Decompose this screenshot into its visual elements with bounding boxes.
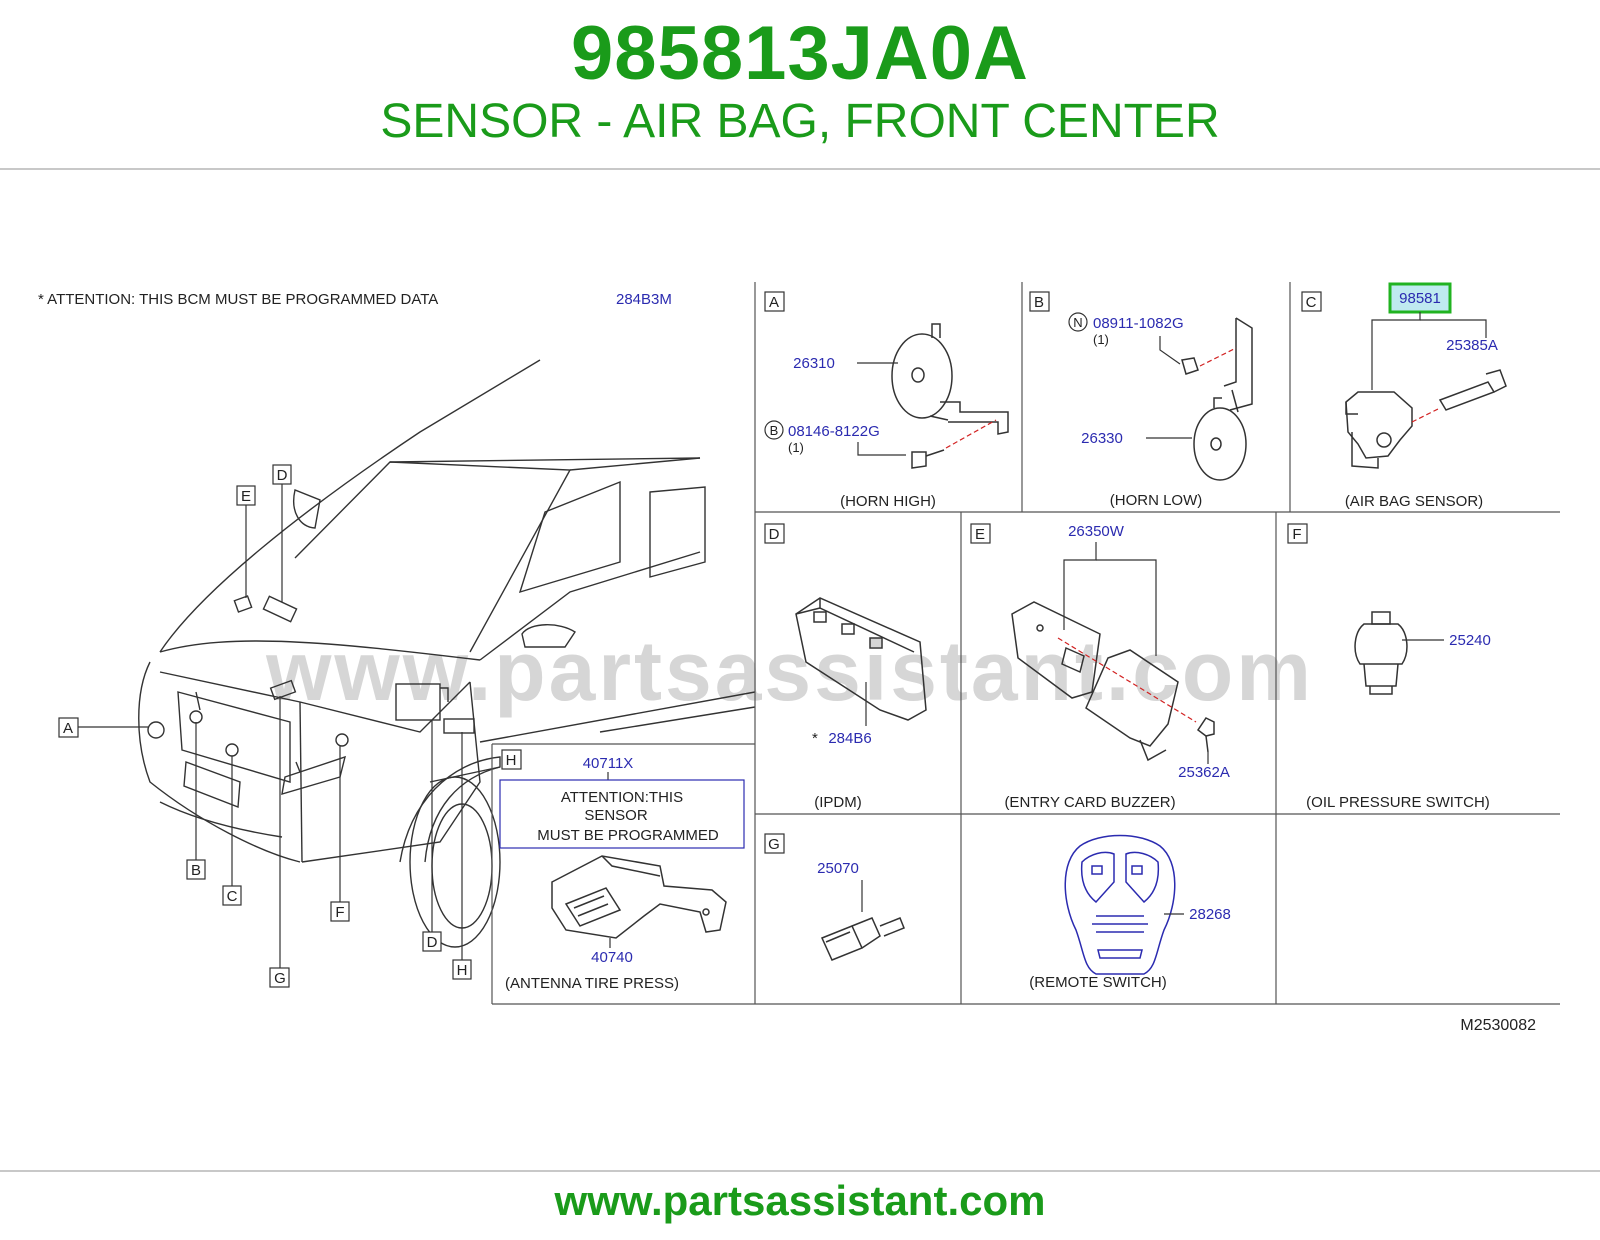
part-label-25240[interactable]: 25240 xyxy=(1449,632,1491,649)
footer-divider xyxy=(0,1170,1600,1172)
attention-note: * ATTENTION: THIS BCM MUST BE PROGRAMMED… xyxy=(38,291,438,308)
panel-a-caption: (HORN HIGH) xyxy=(840,493,936,510)
part-label-08146-8122G[interactable]: 08146-8122G xyxy=(788,423,880,440)
antenna-note-line-3: MUST BE PROGRAMMED xyxy=(537,827,719,844)
panel-c-letter: C xyxy=(1306,294,1317,311)
part-label-26350W[interactable]: 26350W xyxy=(1068,523,1125,540)
bcm-part-label[interactable]: 284B3M xyxy=(616,291,672,308)
panel-a-qty: (1) xyxy=(788,440,804,455)
temp-sensor-drawing xyxy=(820,917,905,961)
panel-d-ipdm: D * 284B6 (IPDM) xyxy=(764,523,927,811)
ipdm-drawing xyxy=(795,597,927,721)
panel-a-horn-high: A 26310 B 08146-8122G (1) (HORN HIGH) xyxy=(764,291,1009,510)
vehicle-callouts xyxy=(78,484,463,968)
callout-B[interactable]: B xyxy=(191,862,201,879)
watermark-text: www.partsassistant.com xyxy=(265,624,1314,718)
part-label-25385A[interactable]: 25385A xyxy=(1446,337,1498,354)
remote-key-drawing xyxy=(1064,834,1176,975)
callout-E[interactable]: E xyxy=(241,488,251,505)
panel-remote-switch: 28268 (REMOTE SWITCH) xyxy=(1029,834,1231,991)
vehicle-callout-boxes: E D A B C G F D H xyxy=(58,464,472,988)
panel-h-letter: H xyxy=(506,752,517,769)
panel-c-caption: (AIR BAG SENSOR) xyxy=(1345,493,1483,510)
panel-b-qty: (1) xyxy=(1093,332,1109,347)
parts-diagram-svg: www.partsassistant.com * ATTENTION: THIS… xyxy=(38,282,1560,1034)
panel-h-antenna-tire-press: H 40711X ATTENTION:THIS SENSOR MUST BE P… xyxy=(499,749,745,992)
callout-G[interactable]: G xyxy=(274,970,286,987)
panel-f-oil-pressure-switch: F 25240 (OIL PRESSURE SWITCH) xyxy=(1287,523,1491,811)
part-label-26310[interactable]: 26310 xyxy=(793,355,835,372)
callout-H[interactable]: H xyxy=(457,962,468,979)
part-number-title: 985813JA0A xyxy=(571,11,1029,96)
part-description: SENSOR - AIR BAG, FRONT CENTER xyxy=(380,95,1220,148)
panel-e-entry-card-buzzer: E 26350W 25362A (ENTRY CARD BUZZER) xyxy=(970,523,1230,811)
callout-A[interactable]: A xyxy=(63,720,73,737)
panel-b-caption: (HORN LOW) xyxy=(1110,492,1203,509)
panel-h-caption: (ANTENNA TIRE PRESS) xyxy=(505,975,679,992)
part-label-40711X[interactable]: 40711X xyxy=(583,755,634,772)
panel-grid xyxy=(491,282,1560,1005)
panel-b-letter: B xyxy=(1034,294,1044,311)
panel-f-caption: (OIL PRESSURE SWITCH) xyxy=(1306,794,1490,811)
part-label-98581[interactable]: 98581 xyxy=(1399,290,1441,307)
panel-g-sensor: G 25070 xyxy=(764,833,905,961)
callout-F[interactable]: F xyxy=(335,904,344,921)
antenna-note-line-1: ATTENTION:THIS xyxy=(561,789,683,806)
part-label-25362A[interactable]: 25362A xyxy=(1178,764,1230,781)
footer-website-link[interactable]: www.partsassistant.com xyxy=(554,1177,1046,1224)
panel-e-letter: E xyxy=(975,526,985,543)
ipdm-star: * xyxy=(812,730,818,747)
antenna-drawing xyxy=(551,855,727,939)
nut-badge-n: N xyxy=(1073,315,1082,330)
part-label-26330[interactable]: 26330 xyxy=(1081,430,1123,447)
bolt-drawing xyxy=(911,449,945,469)
remote-switch-caption: (REMOTE SWITCH) xyxy=(1029,974,1166,991)
vehicle-drawing xyxy=(138,359,756,948)
page-header: 985813JA0A SENSOR - AIR BAG, FRONT CENTE… xyxy=(0,0,1600,168)
buzzer-drawing xyxy=(1011,601,1215,762)
antenna-note-line-2: SENSOR xyxy=(584,807,648,824)
panel-d-caption: (IPDM) xyxy=(814,794,862,811)
part-label-40740[interactable]: 40740 xyxy=(591,949,633,966)
attention-note-box xyxy=(499,779,745,849)
callout-D-bottom[interactable]: D xyxy=(427,934,438,951)
air-bag-sensor-drawing xyxy=(1345,369,1507,469)
header-divider xyxy=(0,168,1600,170)
panel-f-letter: F xyxy=(1292,526,1301,543)
part-label-25070[interactable]: 25070 xyxy=(817,860,859,877)
part-label-28268[interactable]: 28268 xyxy=(1189,906,1231,923)
part-label-284B6[interactable]: 284B6 xyxy=(828,730,871,747)
callout-C[interactable]: C xyxy=(227,888,238,905)
panel-g-letter: G xyxy=(768,836,780,853)
part-label-08911-1082G[interactable]: 08911-1082G xyxy=(1093,315,1184,332)
callout-D-top[interactable]: D xyxy=(277,467,288,484)
horn-low-drawing xyxy=(1181,317,1253,481)
panel-e-caption: (ENTRY CARD BUZZER) xyxy=(1004,794,1175,811)
parts-diagram: www.partsassistant.com * ATTENTION: THIS… xyxy=(0,262,1600,1062)
panel-a-letter: A xyxy=(769,294,779,311)
panel-c-air-bag-sensor: C 98581 25385A (AIR BAG SENSOR) xyxy=(1301,282,1507,510)
panel-d-letter: D xyxy=(769,526,780,543)
drawing-code: M2530082 xyxy=(1460,1017,1536,1034)
horn-high-drawing xyxy=(891,323,1009,435)
panel-b-horn-low: B N 08911-1082G (1) 26330 (HORN LOW) xyxy=(1029,291,1253,509)
oil-switch-drawing xyxy=(1354,611,1408,695)
bolt-badge-b: B xyxy=(770,423,779,438)
